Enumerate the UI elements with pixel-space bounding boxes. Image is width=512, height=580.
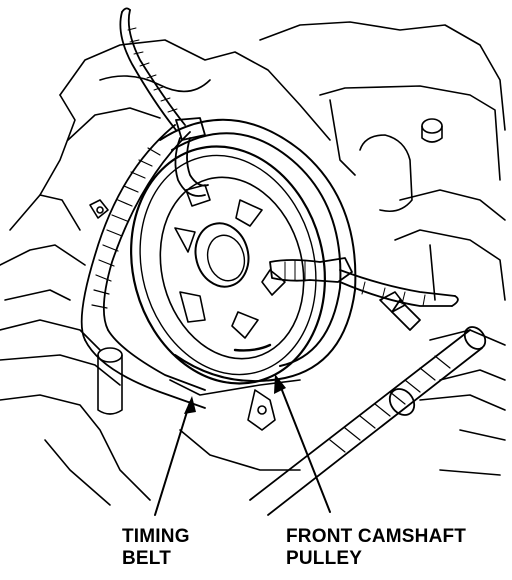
pulley-label-line-1: FRONT CAMSHAFT — [286, 526, 467, 547]
pulley-arrow-icon — [274, 374, 286, 394]
callout-arrowheads — [184, 374, 286, 414]
timing-belt-arrow-icon — [184, 396, 196, 414]
timing-belt-leader — [154, 401, 191, 516]
timing-belt-label-line-2: BELT — [122, 548, 171, 569]
front-camshaft-pulley — [130, 145, 326, 385]
timing-belt-label-line-1: TIMING — [122, 526, 190, 547]
engine-block — [0, 21, 506, 506]
timing-belt-label: TIMING BELT — [122, 526, 190, 570]
callout-leaders — [154, 379, 331, 516]
timing-belt — [80, 124, 206, 409]
upper-zip-tie — [119, 7, 209, 197]
pulley-leader — [277, 379, 331, 513]
pulley-label-line-2: PULLEY — [286, 548, 363, 569]
right-zip-tie — [269, 257, 459, 307]
front-camshaft-pulley-label: FRONT CAMSHAFT PULLEY — [286, 526, 466, 570]
shaft — [249, 299, 487, 516]
